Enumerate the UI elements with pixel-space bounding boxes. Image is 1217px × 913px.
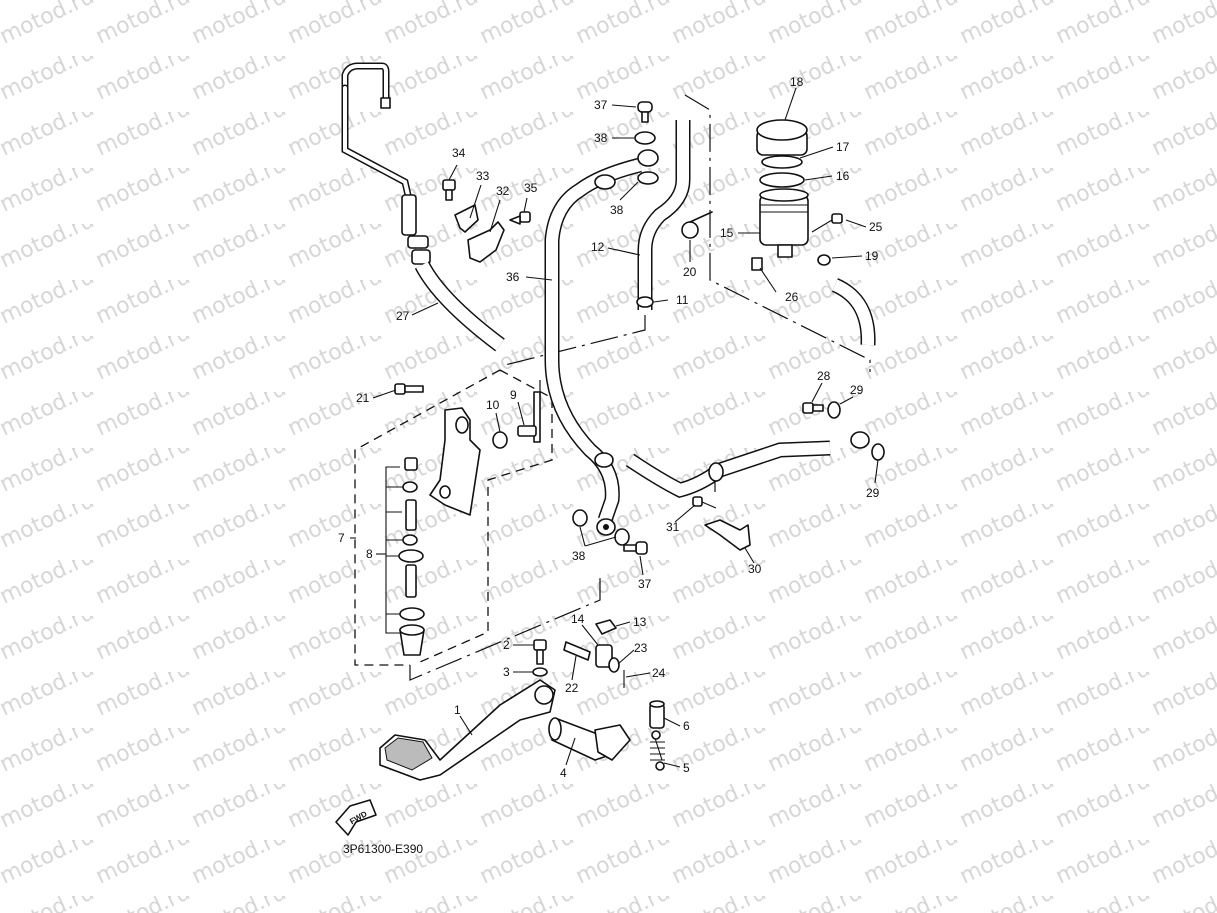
brake-hose-right [625,431,870,498]
brake-pipe-upper [341,62,431,265]
nut-26 [751,257,763,271]
reservoir-tank-15 [759,188,809,258]
callout-33: 33 [476,169,490,183]
leader-lines [350,87,879,768]
bracket-30 [704,519,751,551]
diagram-code: 3P61300-E390 [343,842,423,856]
reservoir-cap-18 [756,119,808,156]
diaphragm-16 [759,172,805,188]
callout-32: 32 [496,184,510,198]
callout-8: 8 [366,547,373,561]
brake-hose-36 [544,157,642,536]
callout-12: 12 [591,240,605,254]
callout-38-top-b: 38 [610,203,624,217]
callout-7: 7 [338,531,345,545]
bolt-25 [811,213,843,233]
gasket-29-b [871,443,885,461]
callout-16: 16 [836,169,850,183]
hose-clamp-20 [681,211,713,239]
gasket-38-top-b [637,171,659,185]
union-bolt-37-top [637,101,653,123]
callout-37-top: 37 [594,98,608,112]
spring-10 [492,431,508,449]
bracket-32 [467,221,505,263]
callout-29-a: 29 [850,383,864,397]
callout-labels: 34 33 32 35 36 27 37 38 38 12 11 20 18 1… [338,75,883,780]
callout-25: 25 [869,220,883,234]
washer-23 [608,657,620,673]
callout-30: 30 [748,562,762,576]
callout-4: 4 [560,766,567,780]
collar-6 [649,700,665,729]
gaskets-38-lower [572,509,630,546]
callout-34: 34 [452,146,466,160]
nut-13 [595,619,617,635]
bolt-2 [533,639,547,665]
callout-38-top-a: 38 [594,131,608,145]
joint-14 [595,644,613,668]
union-bolt-34 [442,179,456,201]
callout-18: 18 [790,75,804,89]
callout-27: 27 [396,309,410,323]
callout-37-lower: 37 [638,577,652,591]
callout-22: 22 [565,681,579,695]
reservoir-outlet-hose [831,278,876,346]
bolt-28 [802,402,824,414]
piston-kit-bracket [385,466,403,634]
callout-11: 11 [676,293,689,307]
callout-13: 13 [633,615,647,629]
callout-24: 24 [652,666,666,680]
callout-9: 9 [510,388,517,402]
callout-5: 5 [683,761,690,775]
callout-14: 14 [571,612,585,626]
callout-23: 23 [634,641,648,655]
pin-22 [563,641,591,661]
banjo-fitting [637,149,659,167]
callout-10: 10 [486,398,500,412]
master-cylinder-body [429,407,481,516]
fitting-9 [517,391,541,443]
callout-29-b: 29 [866,486,880,500]
callout-3: 3 [503,665,510,679]
piston-kit-8 [398,457,425,656]
callout-31: 31 [666,520,680,534]
callout-36: 36 [506,270,520,284]
cap-holder-17 [761,155,803,169]
hose-clip-11 [636,296,654,308]
bracket-33 [454,204,479,233]
union-bolt-37-lower [623,541,648,555]
forward-arrow-icon: FWD [335,799,377,836]
bolt-21 [394,383,424,395]
callout-19: 19 [865,249,879,263]
spring-5 [650,730,665,771]
washer-3 [532,667,548,677]
gasket-38-top-a [634,131,656,145]
bolt-31 [692,496,717,509]
callout-21: 21 [356,391,370,405]
callout-1: 1 [454,703,461,717]
callout-15: 15 [720,226,734,240]
callout-20: 20 [683,265,697,279]
gasket-29-a [827,401,841,419]
bolt-35 [509,211,531,225]
callout-17: 17 [836,140,850,154]
reservoir-hose-12 [637,120,691,310]
callout-2: 2 [503,638,510,652]
hose-clip-19 [817,254,831,266]
callout-26: 26 [785,290,799,304]
callout-35: 35 [524,181,538,195]
brake-hose-27 [414,261,505,352]
callout-6: 6 [683,719,690,733]
shaft-4 [548,717,631,761]
callout-38-lower: 38 [572,549,586,563]
callout-28: 28 [817,369,831,383]
brake-pedal-1 [379,679,556,781]
